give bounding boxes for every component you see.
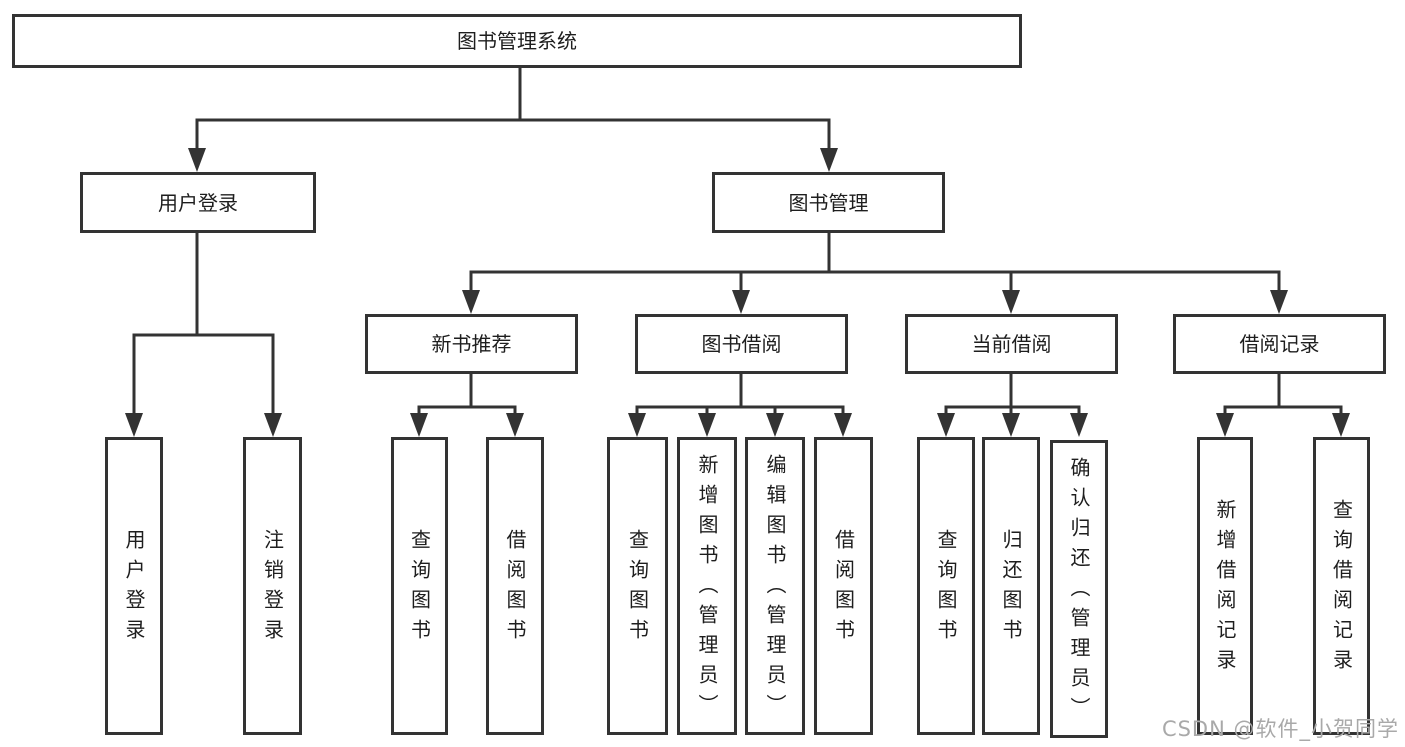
node-root-library-system: 图书管理系统 — [12, 14, 1022, 68]
leaf-user-login: 用户登录 — [105, 437, 163, 735]
leaf-query-books-current: 查询图书 — [917, 437, 975, 735]
leaf-logout-login: 注销登录 — [243, 437, 302, 735]
node-user-login: 用户登录 — [80, 172, 316, 233]
leaf-query-books-borrow: 查询图书 — [607, 437, 668, 735]
node-book-borrow: 图书借阅 — [635, 314, 848, 374]
leaf-borrow-books: 借阅图书 — [814, 437, 873, 735]
node-book-manage: 图书管理 — [712, 172, 945, 233]
node-current-borrow: 当前借阅 — [905, 314, 1118, 374]
connector-level3-stems — [469, 372, 1281, 409]
leaf-edit-books-admin: 编辑图书（管理员） — [745, 437, 805, 735]
node-new-book-recommend: 新书推荐 — [365, 314, 578, 374]
leaf-borrow-books-recommend: 借阅图书 — [486, 437, 544, 735]
connector-manage-to-level3 — [469, 231, 1281, 294]
leaf-add-borrow-record: 新增借阅记录 — [1197, 437, 1253, 735]
node-borrow-records: 借阅记录 — [1173, 314, 1386, 374]
leaf-add-books-admin: 新增图书（管理员） — [677, 437, 737, 735]
connector-leaf-drops — [417, 405, 1343, 417]
connector-login-to-leaves — [132, 231, 275, 417]
leaf-query-books-recommend: 查询图书 — [391, 437, 448, 735]
csdn-watermark: CSDN @软件_小贺同学 — [1161, 717, 1399, 741]
leaf-return-books: 归还图书 — [982, 437, 1040, 735]
leaf-query-borrow-record: 查询借阅记录 — [1313, 437, 1370, 735]
connector-root-to-level2 — [195, 66, 831, 152]
leaf-confirm-return-admin: 确认归还（管理员） — [1050, 440, 1108, 738]
